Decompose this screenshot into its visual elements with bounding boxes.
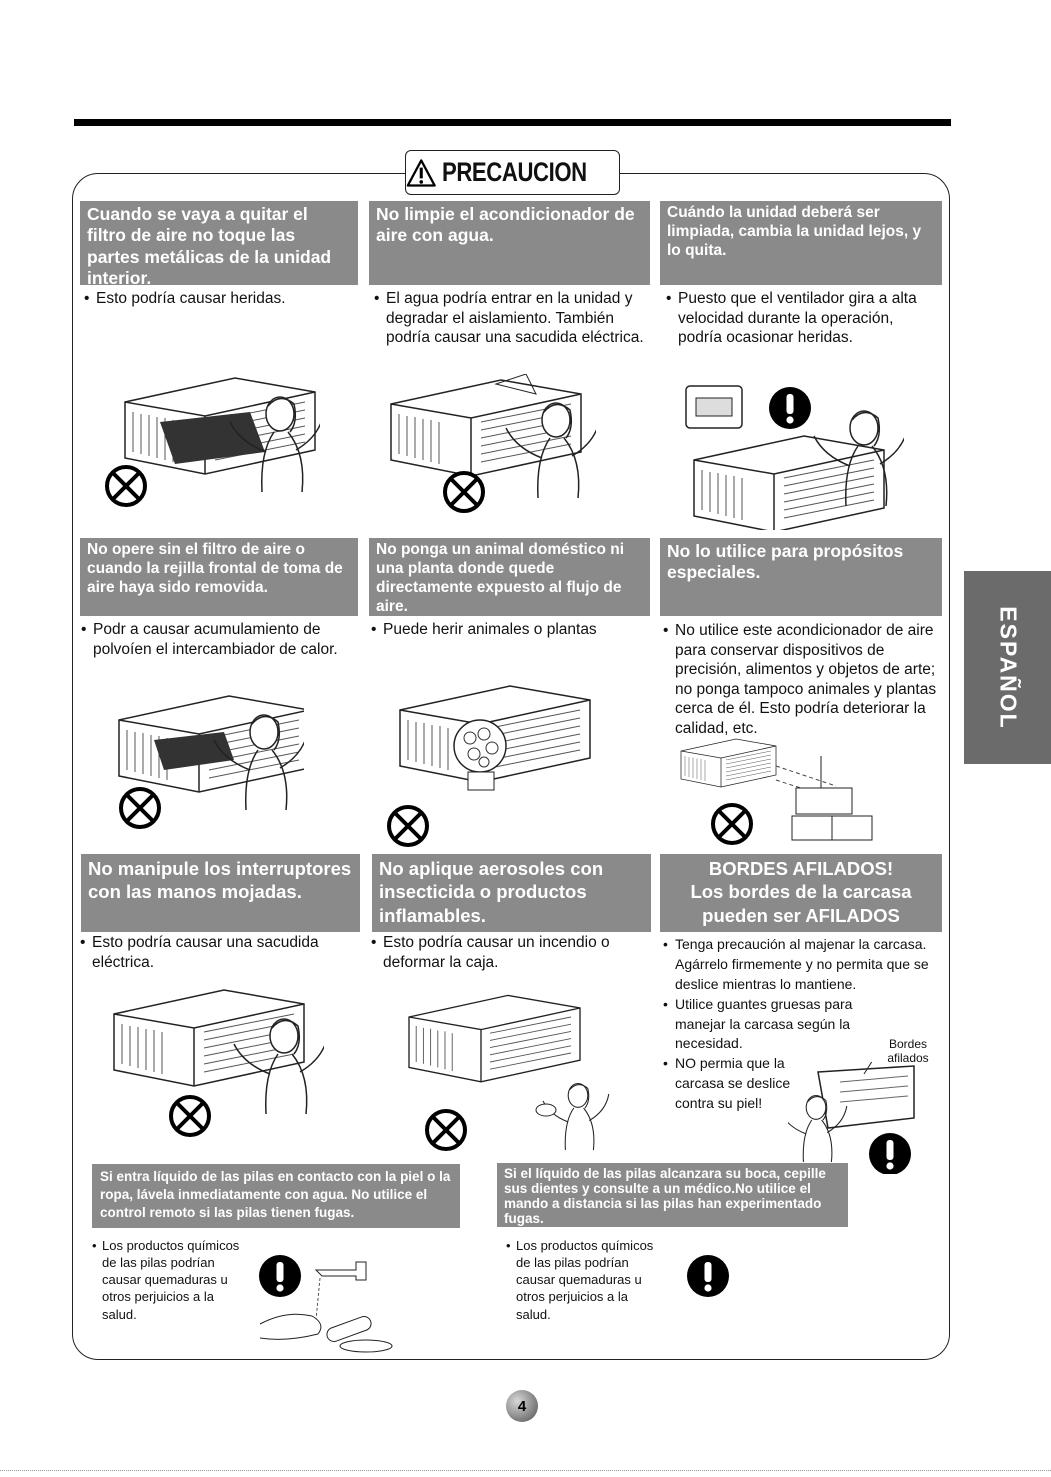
illustration-unit-removal <box>685 385 904 530</box>
page-title: PRECAUCION <box>442 157 588 187</box>
section-2-header: No limpie el acondicionador de aire con … <box>369 201 650 285</box>
section-8-header: No aplique aerosoles con insecticida o p… <box>372 854 651 932</box>
section-4-header: No opere sin el filtro de aire o cuando … <box>80 538 358 616</box>
sharp-edges-callout: Bordes afilados <box>887 1037 929 1066</box>
section-9-header: BORDES AFILADOS! Los bordes de la carcas… <box>660 854 942 932</box>
bullet-item: Puede herir animales o plantas <box>371 620 643 640</box>
section-11-body: Los productos químicos de las pilas podr… <box>506 1237 662 1323</box>
bullet-item: Podr a causar acumulamiento de polvoíen … <box>81 620 353 659</box>
illustration-special-purpose <box>680 738 873 845</box>
section-8-body: Esto podría causar un incendio o deforma… <box>371 933 647 972</box>
mandatory-icon <box>869 1133 911 1174</box>
illustration-water-cleaning <box>390 374 596 513</box>
illustration-wet-hands <box>113 989 324 1137</box>
section-1-body: Esto podría causar heridas. <box>84 289 354 309</box>
bullet-item: Puesto que el ventilador gira a alta vel… <box>666 289 936 348</box>
prohibition-icon <box>711 803 753 845</box>
section-6-header: No lo utilice para propósitos especiales… <box>660 538 942 616</box>
section-10-header: Si entra líquido de las pilas en contact… <box>92 1164 460 1228</box>
section-7-body: Esto podría causar una sacudida eléctric… <box>80 933 356 972</box>
illustration-aerosol <box>408 994 610 1151</box>
bullet-item: Los productos químicos de las pilas podr… <box>92 1237 248 1323</box>
mandatory-icon <box>259 1255 301 1297</box>
prohibition-icon <box>105 465 147 507</box>
mandatory-icon <box>687 1255 729 1297</box>
section-7-header: No manipule los interruptores con las ma… <box>81 854 360 932</box>
top-rule <box>74 119 951 126</box>
section-5-body: Puede herir animales o plantas <box>371 620 643 640</box>
illustration-no-filter <box>118 695 304 829</box>
section-9-header-line2: Los bordes de la carcasa pueden ser AFIL… <box>690 881 912 926</box>
section-9-body: Tenga precaución al majenar la carcasa. … <box>663 935 938 1114</box>
bullet-item: Esto podría causar una sacudida eléctric… <box>80 933 356 972</box>
section-9-header-line1: BORDES AFILADOS! <box>708 858 894 879</box>
language-tab-label: ESPAÑOL <box>995 605 1021 730</box>
section-3-header: Cuándo la unidad deberá ser limpiada, ca… <box>660 201 942 285</box>
bottom-dotted-rule <box>0 1470 1051 1471</box>
bullet-item: El agua podría entrar en la unidad y deg… <box>374 289 646 348</box>
section-4-body: Podr a causar acumulamiento de polvoíen … <box>81 620 353 659</box>
illustration-sharp-edges <box>788 1062 915 1174</box>
section-3-body: Puesto que el ventilador gira a alta vel… <box>666 289 936 348</box>
bullet-item: Esto podría causar un incendio o deforma… <box>371 933 647 972</box>
prohibition-icon <box>119 787 161 829</box>
bullet-item: No utilice este acondicionador de aire p… <box>663 621 939 738</box>
mandatory-icon <box>769 387 811 429</box>
section-11-header: Si el líquido de las pilas alcanzara su … <box>497 1163 848 1227</box>
bullet-item: NO permia que la carcasa se deslice cont… <box>663 1054 805 1114</box>
section-2-body: El agua podría entrar en la unidad y deg… <box>374 289 646 348</box>
illustration-plant-exposure <box>387 685 591 847</box>
prohibition-icon <box>443 471 485 513</box>
section-5-header: No ponga un animal doméstico ni una plan… <box>369 538 650 616</box>
bullet-item: Esto podría causar heridas. <box>84 289 354 309</box>
prohibition-icon <box>387 805 429 847</box>
bullet-item: Utilice guantes gruesas para manejar la … <box>663 995 875 1055</box>
illustration-wash-hands <box>259 1255 393 1353</box>
prohibition-icon <box>425 1109 467 1151</box>
caution-title: PRECAUCION <box>405 150 620 195</box>
warning-triangle-icon <box>406 158 436 187</box>
bullet-item: Los productos químicos de las pilas podr… <box>506 1237 662 1323</box>
language-tab: ESPAÑOL <box>964 571 1051 764</box>
section-10-body: Los productos químicos de las pilas podr… <box>92 1237 248 1323</box>
section-1-header: Cuando se vaya a quitar el filtro de air… <box>80 201 358 288</box>
bullet-item: Tenga precaución al majenar la carcasa. … <box>663 935 938 995</box>
section-6-body: No utilice este acondicionador de aire p… <box>663 621 939 738</box>
page-number: 4 <box>506 1390 538 1422</box>
illustration-filter-removal <box>105 377 320 507</box>
prohibition-icon <box>169 1095 211 1137</box>
